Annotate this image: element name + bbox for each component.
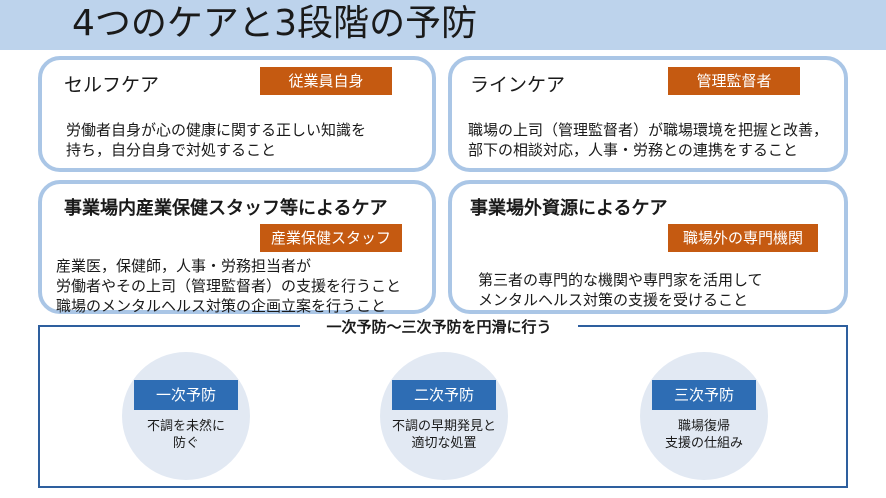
stage-tertiary-description: 職場復帰 支援の仕組み <box>664 419 743 451</box>
page-title: 4つのケアと3段階の予防 <box>72 3 478 44</box>
card-tag: 産業保健スタッフ <box>260 224 402 252</box>
card-title: 事業場外資源によるケア <box>470 198 668 219</box>
stage-primary-description: 不調を未然に 防ぐ <box>146 419 225 451</box>
stage-secondary-label: 二次予防 <box>392 380 496 410</box>
prevention-label: 一次予防～三次予防を円滑に行う <box>300 316 578 338</box>
card-tag: 従業員自身 <box>260 67 392 95</box>
card-internal-staff-care: 事業場内産業保健スタッフ等によるケア 産業保健スタッフ 産業医，保健師，人事・労… <box>38 180 436 315</box>
stage-circle-primary <box>122 352 250 480</box>
card-title: 事業場内産業保健スタッフ等によるケア <box>64 198 388 219</box>
card-tag: 管理監督者 <box>668 67 800 95</box>
card-description: 職場の上司（管理監督者）が職場環境を把握と改善， 部下の相談対応，人事・労務との… <box>468 121 829 159</box>
stage-primary-label: 一次予防 <box>134 380 238 410</box>
stage-tertiary-label: 三次予防 <box>652 380 756 410</box>
card-description: 産業医，保健師，人事・労務担当者が 労働者やその上司（管理監督者）の支援を行うこ… <box>56 257 402 315</box>
card-external-resources-care: 事業場外資源によるケア 職場外の専門機関 第三者の専門的な機関や専門家を活用して… <box>448 180 848 314</box>
card-title: セルフケア <box>64 74 160 96</box>
stage-secondary-description: 不調の早期発見と 適切な処置 <box>391 419 496 451</box>
stage-circle-tertiary <box>640 352 768 480</box>
card-description: 労働者自身が心の健康に関する正しい知識を 持ち，自分自身で対処すること <box>66 121 367 159</box>
stage-circle-secondary <box>380 352 508 480</box>
card-title: ラインケア <box>470 74 566 96</box>
card-self-care: セルフケア 従業員自身 労働者自身が心の健康に関する正しい知識を 持ち，自分自身… <box>38 56 436 172</box>
card-description: 第三者の専門的な機関や専門家を活用して メンタルヘルス対策の支援を受けること <box>478 271 763 309</box>
card-tag: 職場外の専門機関 <box>668 224 818 252</box>
card-line-care: ラインケア 管理監督者 職場の上司（管理監督者）が職場環境を把握と改善， 部下の… <box>448 56 848 172</box>
title-bar: 4つのケアと3段階の予防 <box>0 0 886 50</box>
